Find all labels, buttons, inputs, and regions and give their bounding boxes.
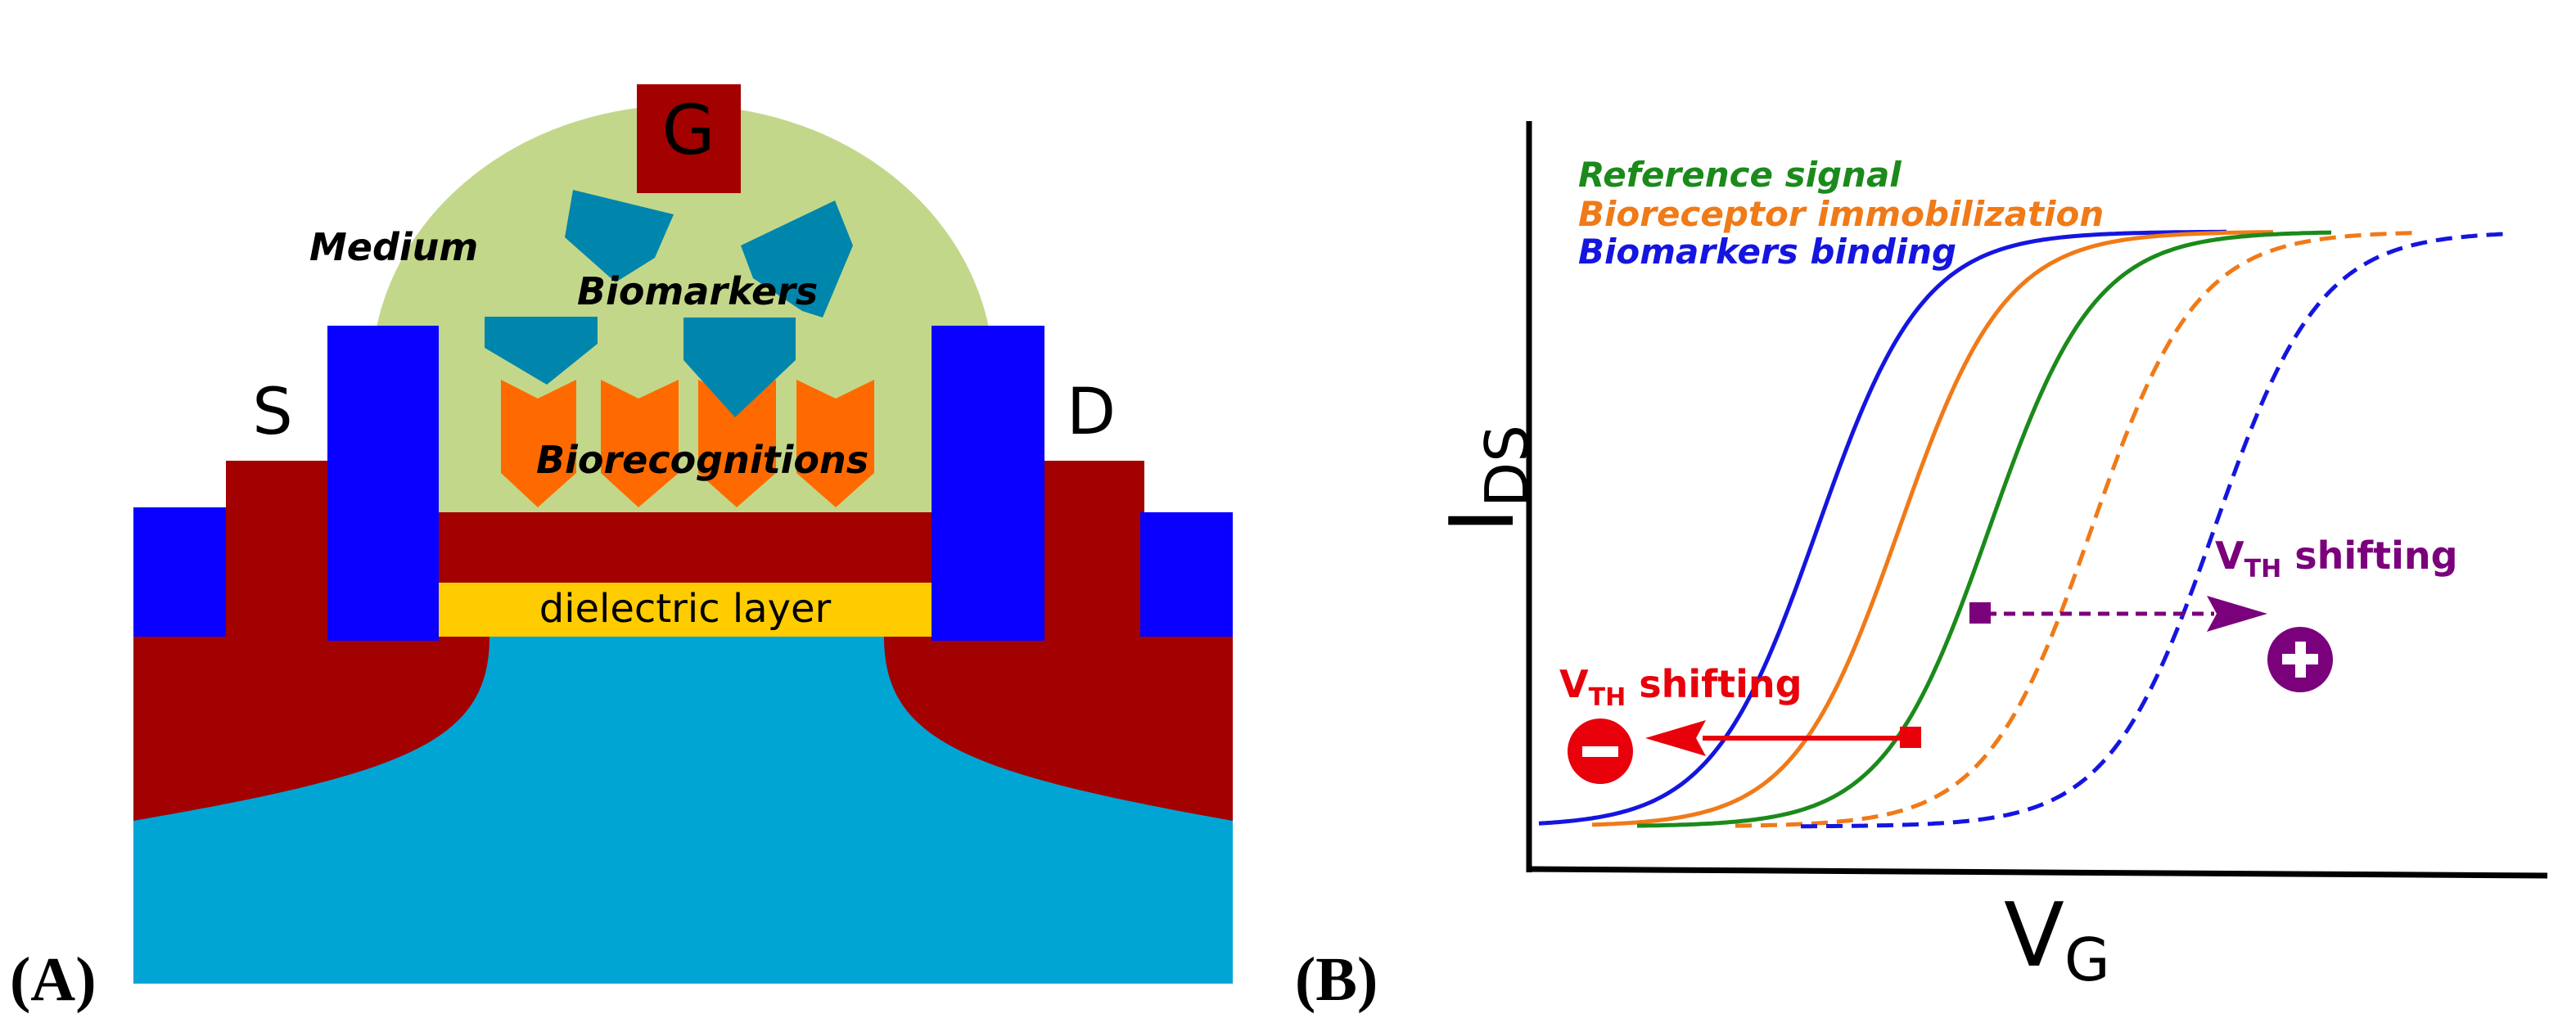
y-axis-label: IDS — [1432, 425, 1541, 534]
panel-a-diagram: G dielectric layer Medium Biomarkers Bio… — [133, 84, 1233, 984]
biomarker-3 — [485, 317, 598, 385]
biomarker-4 — [683, 318, 796, 417]
biorecognition-1 — [501, 380, 576, 507]
gate-label: G — [661, 90, 715, 170]
x-axis-main: V — [2004, 885, 2064, 987]
drain-label: D — [1067, 376, 1116, 449]
drain-contact — [932, 326, 1044, 641]
dielectric-label: dielectric layer — [539, 586, 832, 632]
curve-orange-dashed — [1735, 231, 2414, 828]
source-doped-region — [133, 637, 489, 821]
positive-shift-annotation: VTH shifting — [1969, 534, 2458, 692]
dielectric-layer — [439, 583, 932, 637]
negative-shift-v: V — [1559, 662, 1589, 706]
negative-shift-marker — [1900, 727, 1921, 748]
minus-sign-bar — [1582, 746, 1618, 757]
curve-blue-dashed — [1801, 232, 2509, 829]
drain-outer-contact — [1140, 512, 1233, 637]
transfer-curves — [1538, 229, 2509, 829]
source-step — [226, 461, 330, 637]
negative-shift-arrowhead — [1645, 720, 1706, 756]
negative-shift-sub: TH — [1589, 683, 1626, 712]
biomarker-2 — [741, 200, 853, 318]
positive-shift-label: VTH shifting — [2215, 534, 2458, 583]
source-contact — [327, 326, 439, 641]
curve-green-solid — [1636, 230, 2332, 828]
medium-label: Medium — [309, 225, 478, 269]
drain-step — [1044, 461, 1144, 637]
curve-blue-solid — [1538, 229, 2226, 826]
legend-bioreceptor-immobilization: Bioreceptor immobilization — [1578, 194, 2104, 234]
x-axis-sub: G — [2064, 926, 2110, 994]
biomarker-1 — [565, 190, 674, 282]
negative-shift-annotation: VTH shifting — [1559, 662, 1921, 784]
legend: Reference signal Bioreceptor immobilizat… — [1578, 155, 2104, 272]
panel-b-diagram: IDS VG Reference signal Bioreceptor immo… — [1432, 121, 2548, 994]
positive-shift-sub: TH — [2244, 555, 2282, 583]
panel-a-label: (A) — [10, 945, 97, 1014]
source-outer-contact — [133, 507, 232, 637]
biorecognition-3 — [698, 380, 776, 507]
legend-reference-signal: Reference signal — [1578, 155, 1902, 195]
x-axis — [1527, 866, 2548, 879]
panel-b-label: (B) — [1295, 945, 1378, 1014]
x-axis-label: VG — [2004, 885, 2110, 994]
positive-shift-marker — [1969, 602, 1991, 624]
curve-orange-solid — [1591, 230, 2273, 827]
y-axis-sub: DS — [1473, 425, 1541, 507]
biorecognitions-label: Biorecognitions — [536, 438, 868, 482]
y-axis-main: I — [1432, 507, 1534, 534]
gate-electrode — [637, 84, 741, 193]
legend-biomarkers-binding: Biomarkers binding — [1578, 232, 1956, 272]
drain-doped-region — [884, 637, 1233, 821]
biomarkers-label: Biomarkers — [577, 269, 818, 313]
negative-shift-text: shifting — [1626, 662, 1802, 706]
positive-shift-arrowhead — [2207, 596, 2267, 632]
biorecognition-2 — [601, 380, 679, 507]
channel-layer — [439, 512, 932, 583]
negative-shift-label: VTH shifting — [1559, 662, 1802, 712]
positive-shift-v: V — [2215, 534, 2244, 578]
positive-shift-text: shifting — [2281, 534, 2457, 578]
biorecognition-4 — [796, 380, 874, 507]
plus-sign-v — [2295, 642, 2306, 678]
source-label: S — [252, 376, 293, 449]
